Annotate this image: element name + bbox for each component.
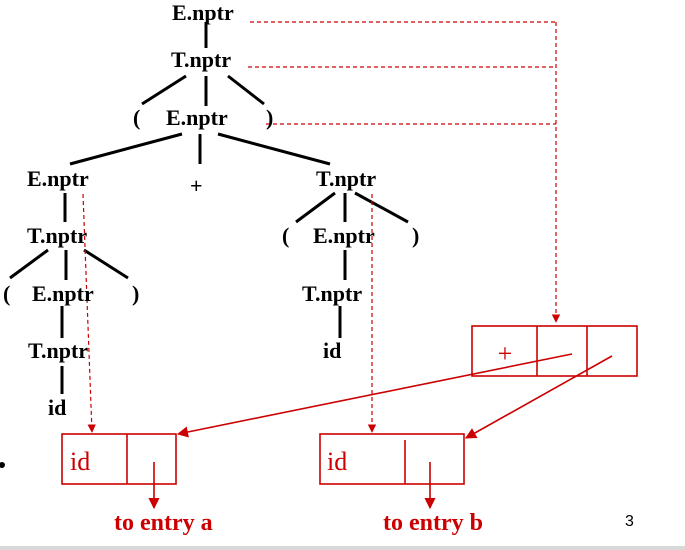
- rparen-2: ): [412, 223, 419, 248]
- lparen-3: (: [3, 281, 10, 306]
- leaf-record-a: id: [61, 433, 177, 485]
- op-record-label: +: [498, 339, 513, 368]
- page-number: 3: [625, 513, 634, 530]
- op-record: +: [471, 325, 638, 377]
- tree-terminals: ( ) + ( ) ( ) id id: [3, 105, 419, 420]
- node-t1: T.nptr: [171, 47, 231, 72]
- leaf-id-a: id: [48, 395, 66, 420]
- rparen-1: ): [266, 105, 273, 130]
- leaf-record-a-label: id: [70, 447, 90, 476]
- node-e2: E.nptr: [166, 105, 228, 130]
- node-root-e: E.nptr: [172, 0, 234, 25]
- record-pointers: [148, 353, 613, 510]
- leaf-record-b-label: id: [327, 447, 347, 476]
- rparen-3: ): [132, 281, 139, 306]
- node-e5: E.nptr: [32, 281, 94, 306]
- leaf-record-b: id: [319, 433, 465, 485]
- node-t7: T.nptr: [316, 166, 376, 191]
- node-e3: E.nptr: [27, 166, 89, 191]
- tree-edges: [9, 22, 409, 394]
- node-e8: E.nptr: [313, 223, 375, 248]
- bullet-dot: [0, 462, 5, 468]
- tree-nodes: E.nptr T.nptr E.nptr E.nptr T.nptr T.npt…: [27, 0, 376, 363]
- nptr-dashed-pointers: [82, 21, 561, 433]
- node-t4: T.nptr: [27, 223, 87, 248]
- lparen-2: (: [282, 223, 289, 248]
- plus-symbol: +: [190, 173, 203, 198]
- lparen-1: (: [133, 105, 140, 130]
- node-t6: T.nptr: [28, 338, 88, 363]
- leaf-id-b: id: [323, 338, 341, 363]
- entry-b-label: to entry b: [383, 510, 483, 536]
- node-t9: T.nptr: [302, 281, 362, 306]
- bottom-rule: [0, 546, 685, 550]
- entry-a-label: to entry a: [114, 510, 213, 536]
